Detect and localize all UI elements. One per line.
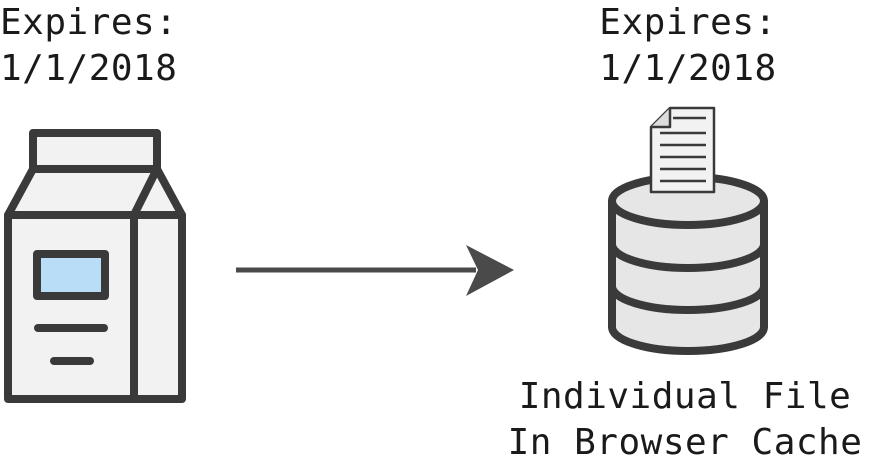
cache-caption-line1: Individual File xyxy=(518,376,852,417)
carton-cap xyxy=(29,129,161,173)
database-ring-1 xyxy=(608,243,768,272)
document-icon xyxy=(649,106,716,194)
database-icon xyxy=(608,173,768,355)
arrow-right-icon xyxy=(236,245,514,296)
milk-carton-icon xyxy=(4,129,186,403)
right-expiry-line2: 1/1/2018 xyxy=(599,48,777,89)
carton-body-front xyxy=(4,211,138,403)
carton-body-side xyxy=(130,211,186,403)
right-expiry-line1: Expires: xyxy=(599,2,777,43)
left-expiry-line2: 1/1/2018 xyxy=(0,48,178,89)
cache-caption-line2: In Browser Cache xyxy=(507,422,863,463)
cache-caption: Individual File In Browser Cache xyxy=(495,374,875,466)
left-expiry-label: Expires: 1/1/2018 xyxy=(0,0,177,92)
left-expiry-line1: Expires: xyxy=(0,2,178,43)
arrow-head xyxy=(466,245,514,296)
database-ring-2 xyxy=(608,285,768,314)
database-body xyxy=(608,201,768,355)
document-fold xyxy=(651,108,672,129)
carton-window xyxy=(33,250,109,300)
right-expiry-label: Expires: 1/1/2018 xyxy=(588,0,788,92)
